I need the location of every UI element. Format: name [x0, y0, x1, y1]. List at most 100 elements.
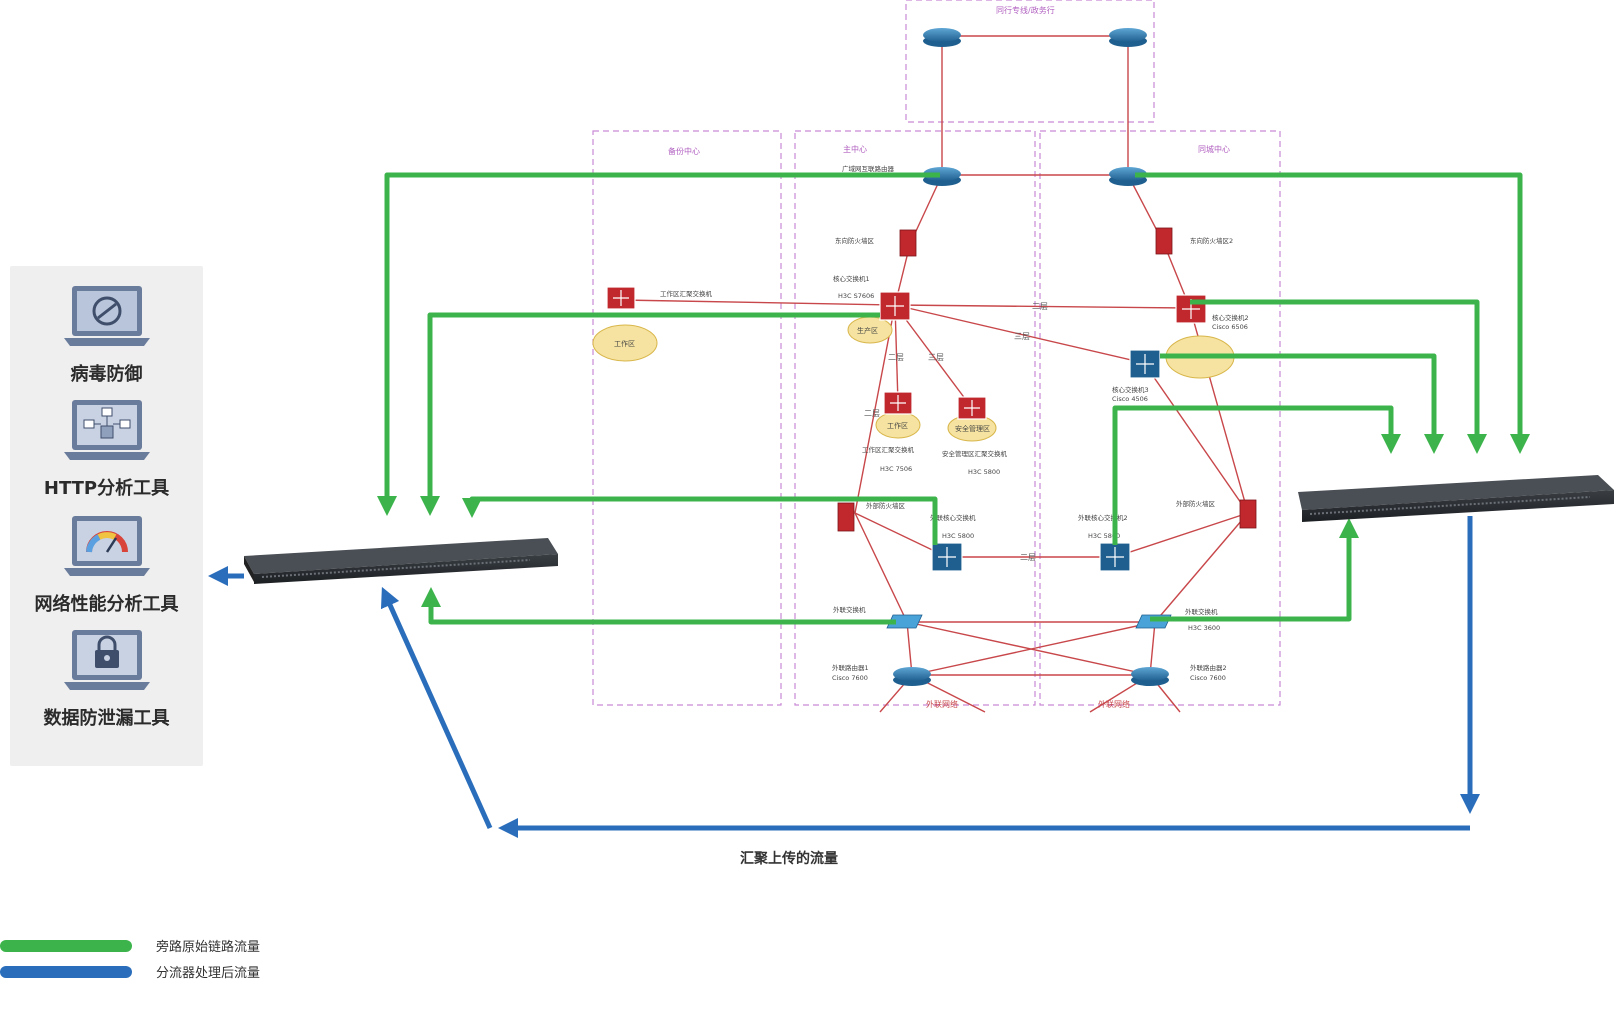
link-label-layer2-b: 二层: [1032, 302, 1048, 311]
node-label: H3C 5800: [942, 532, 974, 540]
firewall-icon: [837, 502, 855, 532]
node-label: Cisco 7600: [832, 674, 868, 682]
switch-icon: [1175, 294, 1207, 324]
node-label: 外联路由器1: [832, 663, 869, 672]
green-traffic-paths: [377, 172, 1530, 625]
switch-icon: [1129, 349, 1161, 379]
tool-label: 数据防泄漏工具: [43, 708, 170, 729]
node-label: 外联交换机: [833, 605, 866, 614]
green-path-core3-to-right-tap: [1160, 353, 1444, 454]
tool-network-performance[interactable]: 网络性能分析工具: [10, 514, 203, 616]
tool-http-analysis[interactable]: HTTP分析工具: [10, 398, 203, 500]
left-packet-broker-device: [244, 538, 558, 584]
firewall-icon: [899, 229, 917, 257]
tool-label: 网络性能分析工具: [34, 594, 179, 615]
node-label: 核心交换机3: [1112, 385, 1149, 394]
switch-icon: [1099, 542, 1131, 572]
node-label: Cisco 6506: [1212, 323, 1248, 331]
switch-icon: [957, 396, 987, 420]
node-label: 东向防火墙区: [835, 236, 875, 245]
node-label: H3C 5800: [968, 468, 1000, 476]
node-label: 东向防火墙区2: [1190, 236, 1233, 245]
sec-cloud-label: 安全管理区: [955, 424, 990, 433]
ext-area-label-1: 外联网络: [926, 699, 958, 709]
router-icon: [1131, 667, 1169, 686]
router-icon: [1109, 28, 1147, 47]
link-label-layer3-a: 三层: [928, 353, 944, 362]
work-cloud-label: 工作区: [887, 421, 908, 430]
backup-cloud-label: 工作区: [614, 339, 635, 348]
node-label: H3C 7506: [880, 465, 912, 473]
node-label: 广域网互联路由器: [842, 164, 895, 173]
region-frames: [592, 0, 1281, 706]
legend-label: 分流器处理后流量: [156, 966, 261, 981]
node-label: H3C S7606: [838, 292, 874, 300]
node-label: Cisco 7600: [1190, 674, 1226, 682]
router-icon: [923, 28, 961, 47]
tool-label: 病毒防御: [70, 364, 143, 385]
performance-gauge-laptop-icon: [63, 516, 150, 576]
tool-label: HTTP分析工具: [43, 478, 170, 499]
green-path-core-to-left-tap: [420, 312, 880, 516]
virus-shield-laptop-icon: [63, 286, 150, 346]
node-label: 核心交换机2: [1212, 313, 1249, 322]
node-label: 外联交换机: [1185, 607, 1218, 616]
node-label: 外部防火墙区: [866, 501, 906, 510]
cloud-icons: [592, 316, 1235, 442]
link-label-layer3-b: 三层: [1014, 332, 1030, 341]
blue-path-up-to-left-tap: [380, 586, 493, 830]
green-path-agg-to-left-tap: [462, 496, 938, 545]
node-label: 工作区汇聚交换机: [660, 289, 713, 298]
region-top-frame: [905, 0, 1155, 123]
green-path-router-to-left-tap: [377, 172, 940, 516]
region-backup-frame: [592, 130, 782, 706]
node-label: H3C 3600: [1188, 624, 1220, 632]
backup-cloud-icon: [592, 324, 658, 362]
green-path-extsw-to-right-tap: [1150, 518, 1359, 622]
green-path-router-to-right-tap: [1135, 172, 1530, 454]
prod-cloud-label: 生产区: [857, 326, 878, 335]
router-icon: [893, 667, 931, 686]
tool-data-leak-prevention[interactable]: 数据防泄漏工具: [10, 628, 203, 730]
firewall-icon: [1239, 499, 1257, 529]
tool-virus-defense[interactable]: 病毒防御: [10, 284, 203, 386]
node-label: 外部防火墙区: [1176, 499, 1216, 508]
blue-traffic-paths: [208, 516, 1480, 838]
node-label: 外联核心交换机2: [1078, 513, 1128, 522]
node-label: 工作区汇聚交换机: [862, 445, 915, 454]
node-label: Cisco 4506: [1112, 395, 1148, 403]
switch-icons: [606, 286, 1207, 572]
lock-laptop-icon: [63, 630, 150, 690]
firewall-icon: [1155, 227, 1173, 255]
legend-swatch-blue: [0, 965, 132, 978]
link-label-layer2-a: 二层: [888, 353, 904, 362]
region-top-label: 同行专线/政务行: [996, 5, 1055, 15]
node-label: H3C 5800: [1088, 532, 1120, 540]
link-label-layer2-d: 二层: [864, 409, 880, 418]
security-tools-panel: 病毒防御 HTTP分析工具 网络性能分析工具: [10, 266, 203, 766]
legend-item-green: 旁路原始链路流量: [0, 936, 260, 955]
legend-item-blue: 分流器处理后流量: [0, 962, 260, 981]
aggregate-traffic-caption: 汇聚上传的流量: [740, 851, 838, 867]
region-secondary-label: 同城中心: [1198, 144, 1230, 154]
region-secondary-frame: [1039, 130, 1281, 706]
green-path-extcore-to-right-tap: [1112, 405, 1401, 545]
node-label: 外联核心交换机: [930, 513, 976, 522]
legend-swatch-green: [0, 939, 132, 952]
legend-label: 旁路原始链路流量: [156, 940, 261, 955]
region-main-label: 主中心: [843, 144, 867, 154]
green-path-extsw-to-left-tap: [421, 587, 896, 625]
switch-icon: [931, 542, 963, 572]
link-label-layer2-c: 二层: [1020, 553, 1036, 562]
firewall-icons: [837, 227, 1257, 532]
node-label: 核心交换机1: [833, 274, 870, 283]
switch-icon: [883, 391, 913, 415]
region-main-frame: [794, 130, 1036, 706]
http-topology-laptop-icon: [63, 400, 150, 460]
region-backup-label: 备份中心: [668, 146, 700, 156]
right-packet-broker-device: [1298, 475, 1614, 522]
switch-icon: [606, 286, 636, 310]
switch-icon: [879, 291, 911, 321]
ext-area-label-2: 外联网络: [1098, 699, 1130, 709]
node-label: 外联路由器2: [1190, 663, 1227, 672]
